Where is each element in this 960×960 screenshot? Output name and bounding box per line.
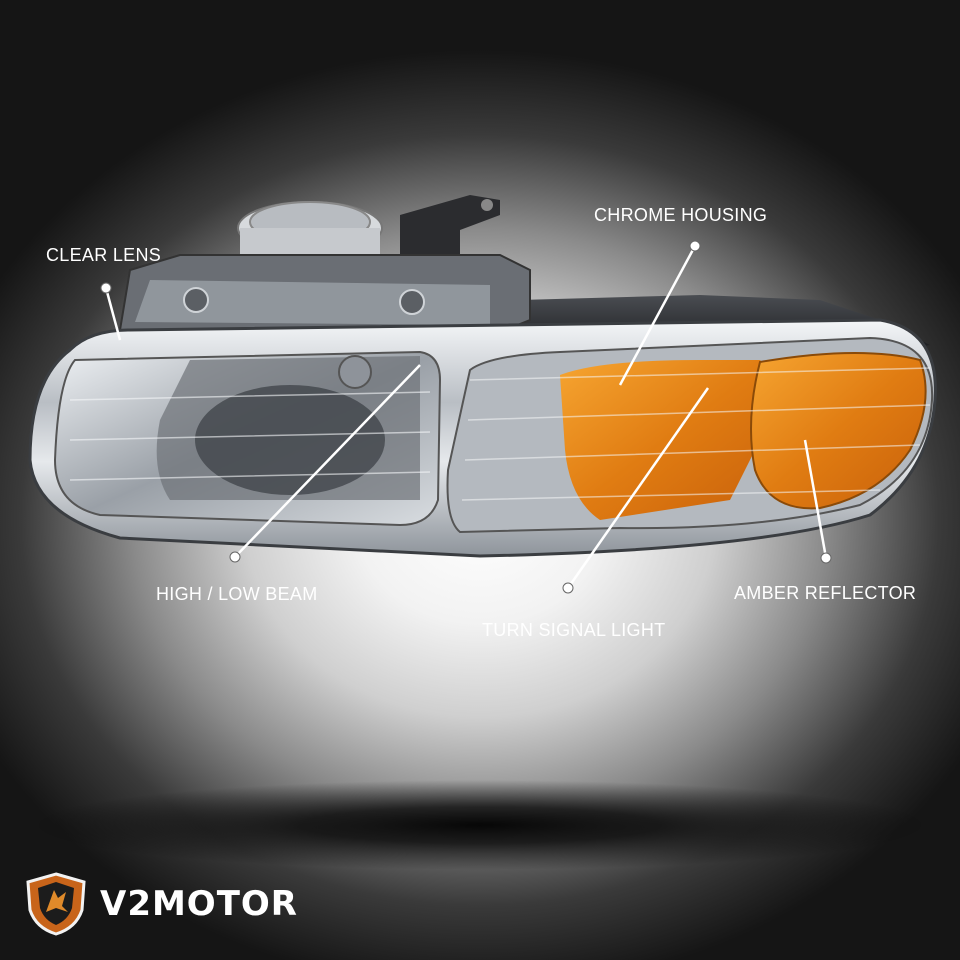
callout-high-low-beam: HIGH / LOW BEAM xyxy=(156,584,318,604)
callout-dots xyxy=(100,240,832,594)
callout-amber-reflector: AMBER REFLECTOR xyxy=(734,583,917,603)
upper-housing xyxy=(118,254,531,342)
floor-shadow xyxy=(30,780,930,870)
shield-emblem-icon xyxy=(26,872,86,936)
adjuster-cap xyxy=(237,201,383,256)
brand-name: V2MOTOR xyxy=(100,884,298,924)
high-low-beam-lens xyxy=(53,350,442,527)
brand-logo: V2MOTOR xyxy=(24,872,298,936)
callout-clear-lens: CLEAR LENS xyxy=(46,245,162,265)
callout-turn-signal: TURN SIGNAL LIGHT xyxy=(482,620,666,640)
callout-lines xyxy=(104,245,828,589)
amber-reflector xyxy=(461,351,931,510)
callout-chrome-housing: CHROME HOUSING xyxy=(594,205,768,225)
